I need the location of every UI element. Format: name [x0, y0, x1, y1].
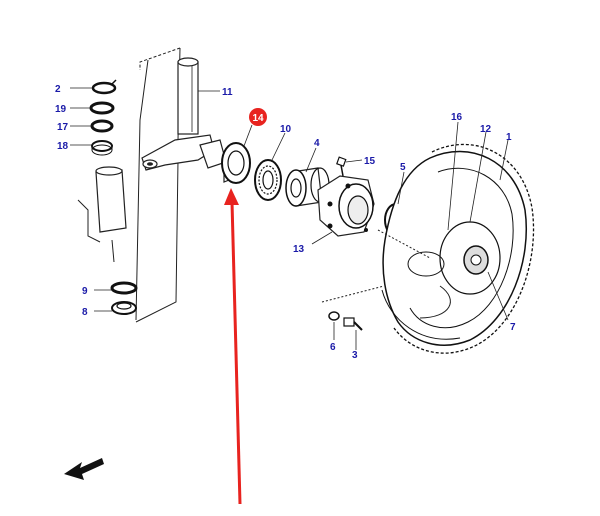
ring-part-18: [91, 140, 113, 156]
leader-lines: [70, 87, 509, 350]
callout-17: 17: [57, 122, 69, 133]
steering-arm: [141, 134, 227, 171]
red-pointer-arrow: [224, 188, 242, 505]
kingpin-assembly: [77, 47, 227, 323]
ring-part-17: [90, 119, 114, 133]
seal-part-8: [111, 301, 137, 315]
bolt-part-3: [343, 317, 363, 331]
callout-6: 6: [330, 342, 336, 353]
bearing-part-4: [285, 167, 330, 207]
sleeve-tube: [77, 166, 127, 263]
callout-7: 7: [510, 322, 516, 333]
ring-part-19: [89, 101, 115, 115]
ring-part-2: [91, 79, 117, 95]
kingpin-shaft: [177, 57, 199, 135]
callout-1: 1: [506, 132, 512, 143]
callout-11: 11: [222, 87, 233, 98]
seal-part-9: [110, 281, 138, 295]
callout-12: 12: [480, 124, 492, 135]
callout-2: 2: [55, 84, 61, 95]
callout-19: 19: [55, 104, 67, 115]
callout-15: 15: [364, 156, 376, 167]
washer-part-6: [328, 311, 340, 321]
callout-18: 18: [57, 141, 69, 152]
seal-part-14: [221, 142, 251, 184]
bearing-part-10: [254, 159, 282, 201]
callout-5: 5: [400, 162, 406, 173]
bolt-part-15: [336, 156, 347, 177]
callout-16: 16: [451, 112, 463, 123]
callout-14: 14: [252, 113, 264, 124]
orientation-arrow-icon: [64, 458, 104, 480]
callout-4: 4: [314, 138, 320, 149]
callout-13: 13: [293, 244, 305, 255]
highlight-badge-14: 14: [243, 108, 267, 147]
callout-9: 9: [82, 286, 88, 297]
callout-10: 10: [280, 124, 292, 135]
wheel-part-1: [381, 143, 535, 354]
callout-8: 8: [82, 307, 88, 318]
hub-part-13: [317, 175, 375, 237]
callout-labels: 2 19 17 18 9 8 11 10 4 15 5 16 12 1 13 7…: [55, 84, 516, 361]
callout-3: 3: [352, 350, 358, 361]
